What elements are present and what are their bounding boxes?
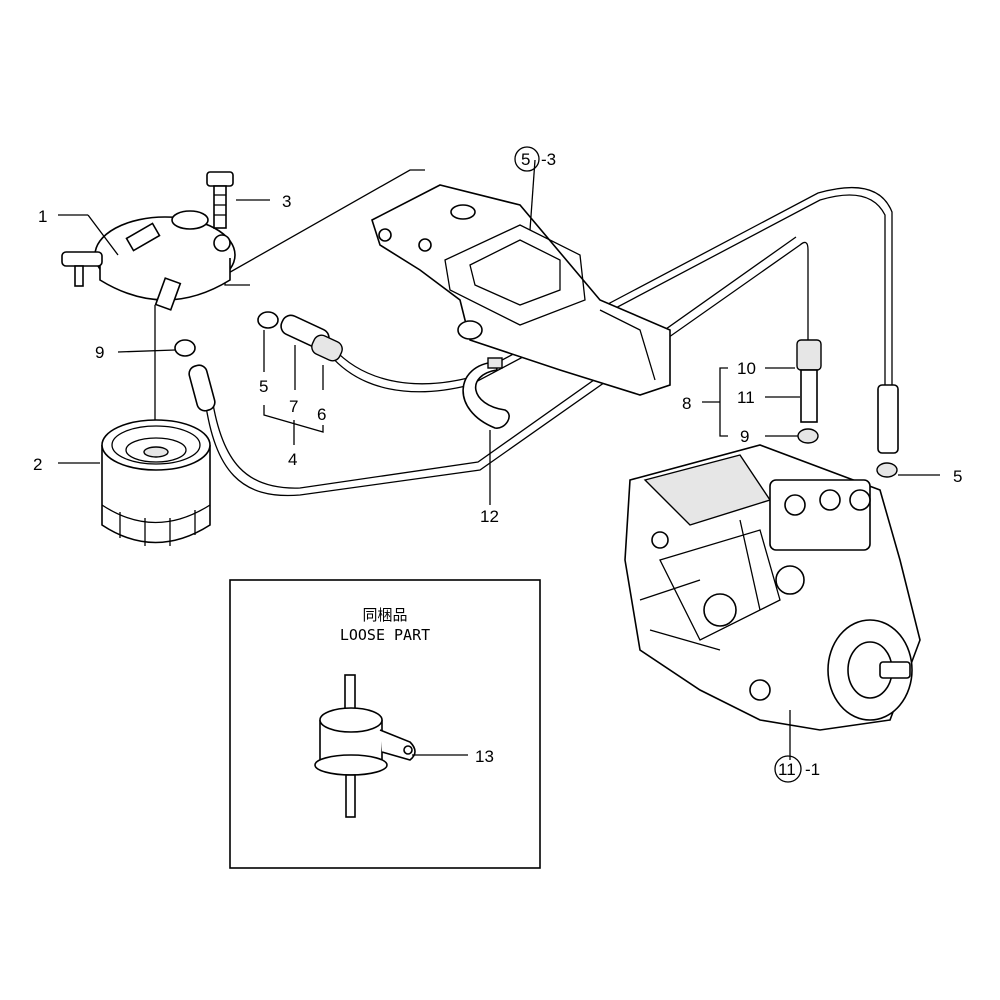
callout-7: 7 <box>289 397 298 416</box>
callout-5-3-suffix: -3 <box>541 150 556 169</box>
callout-11-1-number: 11 <box>778 760 796 779</box>
loose-part-box <box>229 579 541 869</box>
fuel-filter-head <box>61 210 236 311</box>
leader-lines <box>58 159 940 760</box>
fuel-filter-element <box>101 419 211 546</box>
fuel-injection-pump <box>624 444 921 731</box>
loose-part-title-en: LOOSE PART <box>340 626 430 644</box>
callout-5-right: 5 <box>953 467 962 486</box>
callout-9-right: 9 <box>740 427 749 446</box>
callout-9-left: 9 <box>95 343 104 362</box>
callout-12: 12 <box>480 507 499 526</box>
callout-labels: 1 2 3 5 -3 9 5 7 6 4 12 10 11 8 9 5 11 -… <box>33 146 962 783</box>
clamps-and-hoses-left <box>174 311 343 412</box>
callout-10: 10 <box>737 359 756 378</box>
callout-5-3-number: 5 <box>521 150 530 169</box>
callout-13: 13 <box>475 747 494 766</box>
callout-11: 11 <box>737 388 755 407</box>
loose-part-title-jp: 同梱品 <box>362 606 407 624</box>
callout-11-1-circle <box>774 755 802 783</box>
fuel-strainer-loose-part <box>314 674 416 818</box>
bolt <box>206 171 234 229</box>
callout-2: 2 <box>33 455 42 474</box>
callout-4: 4 <box>288 450 297 469</box>
intake-manifold <box>371 184 671 396</box>
callout-1: 1 <box>38 207 47 226</box>
callout-11-1-suffix: -1 <box>805 760 820 779</box>
callout-5-3-circle <box>514 146 540 172</box>
callout-5-left: 5 <box>259 377 268 396</box>
callout-3: 3 <box>282 192 291 211</box>
pipe-fittings-right <box>796 339 899 478</box>
hose-band <box>462 357 510 429</box>
callout-8: 8 <box>682 394 691 413</box>
callout-6: 6 <box>317 405 326 424</box>
